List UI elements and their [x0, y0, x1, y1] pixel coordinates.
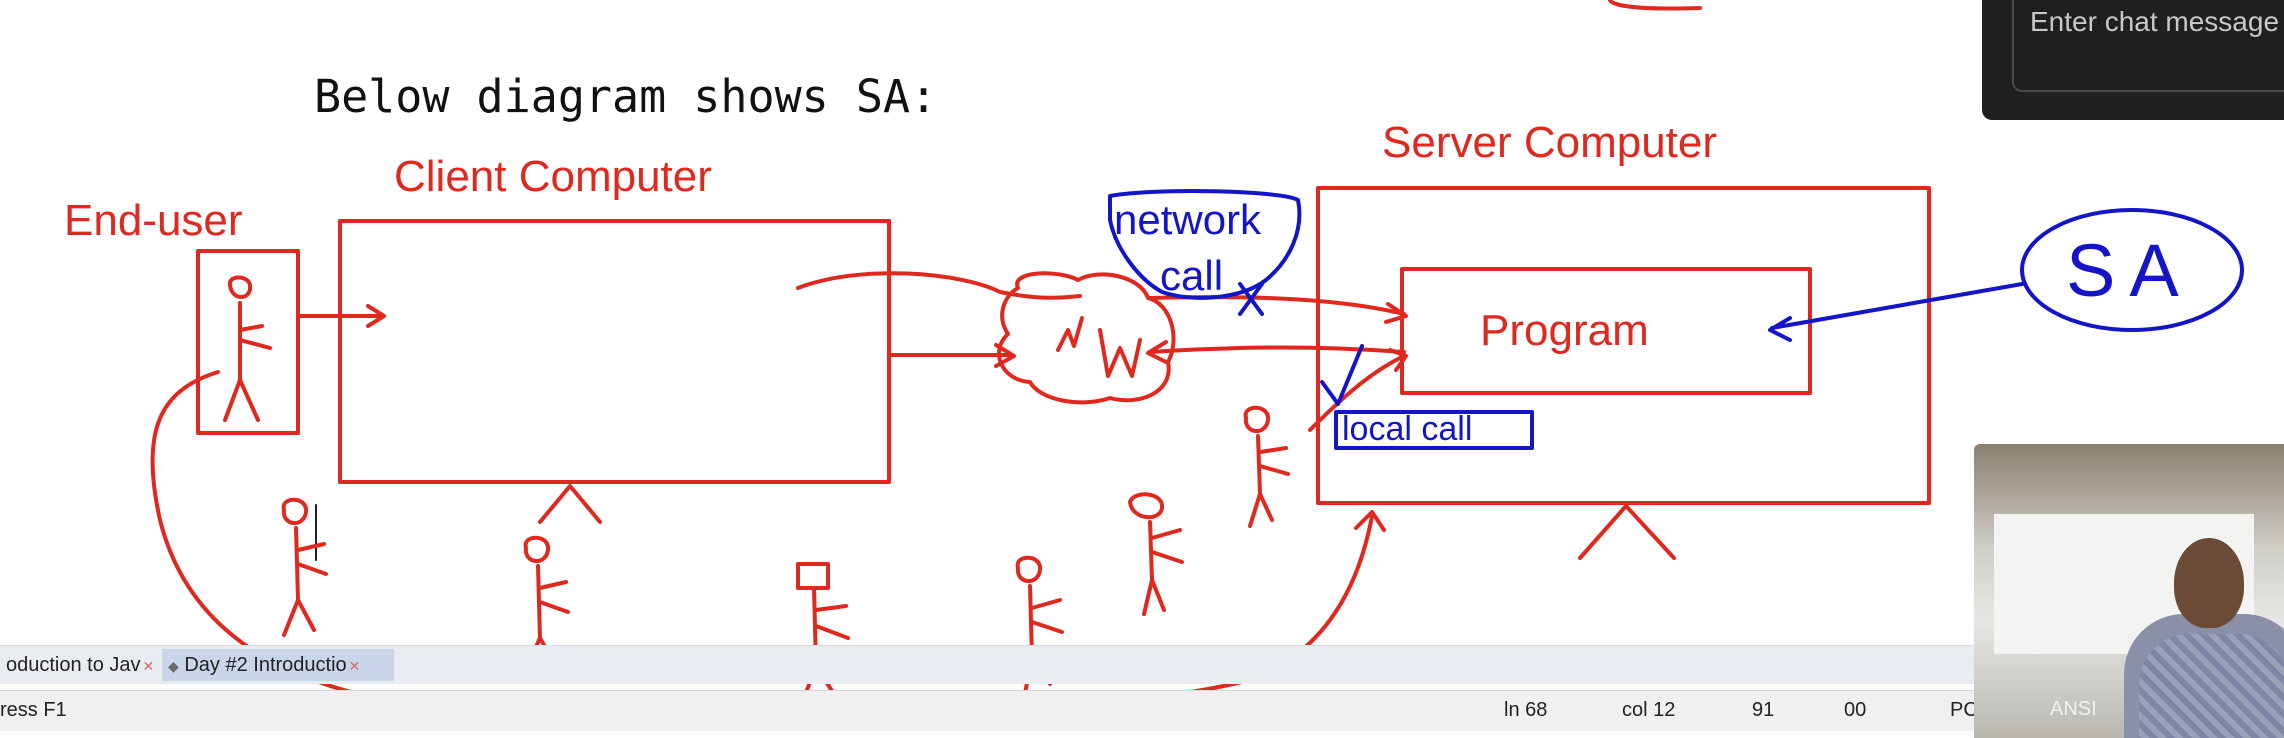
close-icon[interactable]: ✕ — [348, 658, 361, 674]
local-call-label: local call — [1342, 410, 1473, 448]
status-bar: ress F1 ln 68 col 12 91 00 PC — [0, 690, 1980, 731]
line-number: ln 68 — [1504, 699, 1548, 721]
webcam-video — [1974, 444, 2284, 738]
line-ending-mode: PC — [1950, 699, 1978, 721]
help-hint: ress F1 — [0, 699, 67, 721]
tab-label: Day #2 Introductio — [184, 654, 347, 676]
chat-input[interactable]: Enter chat message — [2012, 0, 2284, 92]
webcam-presenter-shirt — [2139, 634, 2284, 738]
network-to-program-arrow — [1148, 295, 1408, 324]
tab-label: oduction to Jav — [6, 654, 141, 676]
sa-to-program-arrow — [1768, 282, 2024, 342]
status-value-00: 00 — [1844, 699, 1867, 721]
client-to-cloud-curve — [796, 271, 1082, 300]
program-box — [1400, 267, 1812, 395]
network-call-label-1: network — [1114, 196, 1262, 243]
end-user-box — [196, 249, 300, 435]
editor-tab-bar: oduction to Jav✕ ◆ Day #2 Introductio✕ — [0, 645, 1980, 684]
page-heading: Below diagram shows SA: — [314, 70, 938, 123]
network-call-bubble — [1108, 189, 1302, 300]
status-value-91: 91 — [1752, 699, 1775, 721]
network-call-x — [1238, 282, 1264, 316]
server-computer-box — [1316, 186, 1931, 505]
server-stand — [1578, 504, 1676, 560]
client-computer-label: Client Computer — [394, 152, 712, 201]
local-call-check — [1320, 344, 1364, 406]
server-computer-label: Server Computer — [1382, 118, 1718, 167]
client-to-cloud-arrow — [888, 343, 1016, 368]
end-user-label: End-user — [64, 196, 243, 245]
local-call-box — [1334, 410, 1534, 450]
sa-ellipse — [2020, 208, 2244, 332]
column-number: col 12 — [1622, 699, 1676, 721]
client-computer-box — [338, 219, 891, 484]
local-call-arrow — [1308, 348, 1408, 432]
network-cloud — [997, 271, 1176, 405]
file-icon: ◆ — [168, 658, 179, 674]
chat-placeholder: Enter chat message — [2030, 6, 2280, 37]
close-icon[interactable]: ✕ — [142, 658, 155, 674]
tab-day-2-introduction[interactable]: ◆ Day #2 Introductio✕ — [162, 649, 394, 681]
chat-panel — [1982, 0, 2284, 120]
client-stand — [538, 484, 602, 524]
webcam-presenter-head — [2174, 538, 2244, 628]
network-call-label-2: call — [1160, 252, 1224, 299]
encoding: ANSI — [2050, 698, 2097, 720]
end-user-figure — [223, 275, 272, 422]
tab-introduction-to-java[interactable]: oduction to Jav✕ — [0, 649, 162, 681]
program-to-cloud-arrow — [1146, 340, 1406, 364]
program-label: Program — [1480, 306, 1649, 355]
sa-label: SA — [2066, 229, 2193, 312]
top-scribble — [1608, 0, 1702, 11]
